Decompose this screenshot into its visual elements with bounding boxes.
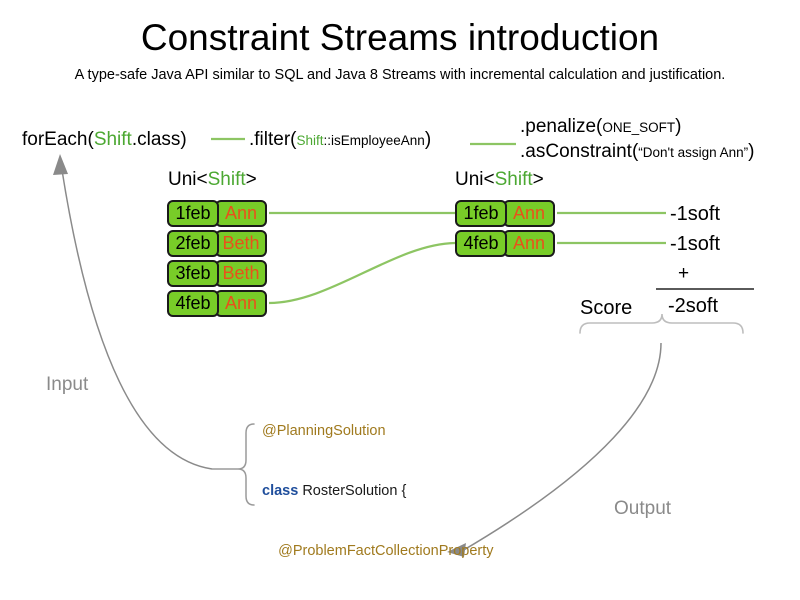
penalty-value-2: -1soft (670, 233, 721, 255)
shift-stack-right: 1feb Ann 4feb Ann (455, 200, 555, 257)
input-label: Input (46, 374, 89, 395)
filter-arg-rest: ::isEmployeeAnn (323, 133, 425, 148)
uni-right-prefix: Uni< (455, 169, 495, 190)
code-line: @PlanningSolution (262, 421, 504, 441)
shift-employee: Beth (215, 260, 267, 287)
foreach-suffix: .class) (131, 129, 187, 150)
shift-date: 2feb (167, 230, 219, 257)
page-title: Constraint Streams introduction (140, 17, 660, 58)
table-row: 1feb Ann (455, 200, 555, 227)
uni-left-type: Shift (207, 169, 246, 190)
asconstraint-suffix: ) (748, 141, 755, 162)
table-row: 4feb Ann (167, 290, 267, 317)
annotation-problem-fact-collection: @ProblemFactCollectionProperty (262, 543, 494, 559)
shift-employee: Beth (215, 230, 267, 257)
uni-right-suffix: > (532, 169, 544, 190)
shift-date: 4feb (455, 230, 507, 257)
pipeline-penalize: .penalize(ONE_SOFT) (520, 115, 681, 139)
code-block: @PlanningSolution class RosterSolution {… (262, 381, 504, 600)
shift-employee: Ann (215, 200, 267, 227)
annotation-planning-solution: @PlanningSolution (262, 423, 386, 439)
penalize-arg: ONE_SOFT (602, 120, 676, 135)
foreach-type: Shift (93, 129, 132, 150)
code-line: @ProblemFactCollectionProperty (262, 541, 504, 561)
code-line: class RosterSolution { (262, 481, 504, 501)
shift-date: 4feb (167, 290, 219, 317)
connector-row4 (268, 241, 456, 305)
pipeline-asconstraint: .asConstraint(“Don't assign Ann”) (520, 140, 755, 164)
output-label: Output (614, 498, 672, 519)
asconstraint-arg: “Don't assign Ann” (638, 145, 749, 160)
filter-arg-type: Shift (296, 133, 324, 148)
penalize-suffix: ) (675, 116, 682, 137)
asconstraint-prefix: .asConstraint( (520, 141, 639, 162)
penalty-value-1: -1soft (670, 203, 721, 225)
uni-right-type: Shift (494, 169, 533, 190)
sum-operator: + (678, 263, 690, 284)
shift-date: 3feb (167, 260, 219, 287)
shift-employee: Ann (503, 230, 555, 257)
filter-suffix: ) (424, 129, 432, 150)
table-row: 3feb Beth (167, 260, 267, 287)
keyword-class: class (262, 483, 303, 499)
total-score-value: -2soft (668, 295, 719, 317)
shift-stack-left: 1feb Ann 2feb Beth 3feb Beth 4feb Ann (167, 200, 267, 317)
foreach-prefix: forEach( (22, 129, 94, 150)
score-label: Score (580, 297, 633, 319)
shift-date: 1feb (167, 200, 219, 227)
table-row: 1feb Ann (167, 200, 267, 227)
pipeline-filter: .filter(Shift::isEmployeeAnn) (249, 128, 431, 152)
penalize-prefix: .penalize( (520, 116, 603, 137)
page-subtitle: A type-safe Java API similar to SQL and … (74, 67, 726, 83)
sum-divider (656, 288, 754, 290)
input-arrowhead (53, 154, 68, 175)
table-row: 4feb Ann (455, 230, 555, 257)
code-fields-brace (237, 423, 255, 506)
filter-prefix: .filter( (249, 129, 297, 150)
uni-label-left: Uni<Shift> (168, 168, 257, 191)
uni-left-prefix: Uni< (168, 169, 208, 190)
shift-date: 1feb (455, 200, 507, 227)
table-row: 2feb Beth (167, 230, 267, 257)
uni-left-suffix: > (245, 169, 257, 190)
class-name: RosterSolution { (302, 483, 407, 499)
shift-employee: Ann (503, 200, 555, 227)
uni-label-right: Uni<Shift> (455, 168, 544, 191)
shift-employee: Ann (215, 290, 267, 317)
pipeline-foreach: forEach(Shift.class) (22, 128, 187, 151)
